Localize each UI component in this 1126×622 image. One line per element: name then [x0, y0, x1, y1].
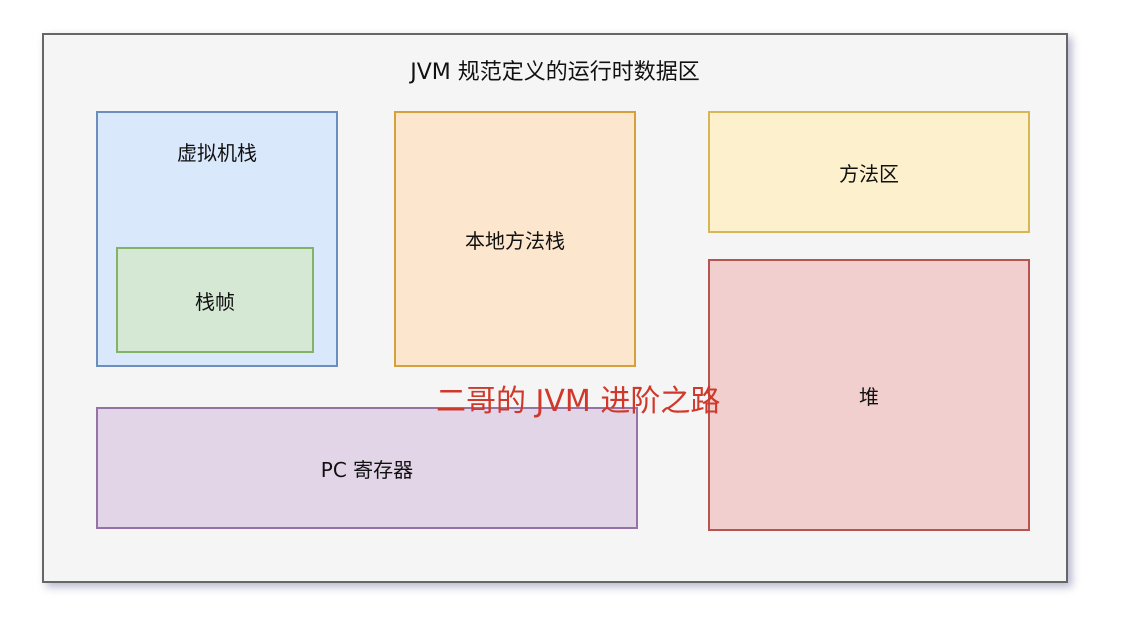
vm-stack-label: 虚拟机栈	[177, 141, 257, 165]
pc-register-box: PC 寄存器	[96, 407, 638, 529]
stack-frame-box: 栈帧	[116, 247, 314, 353]
pc-register-label: PC 寄存器	[320, 457, 414, 482]
method-area-label: 方法区	[839, 161, 899, 186]
method-area-box: 方法区	[708, 111, 1030, 233]
native-method-stack-label: 本地方法栈	[465, 228, 565, 253]
heap-label: 堆	[859, 384, 879, 409]
watermark-text: 二哥的 JVM 进阶之路	[436, 384, 721, 419]
heap-box: 堆	[708, 259, 1030, 531]
stack-frame-label: 栈帧	[195, 289, 235, 314]
native-method-stack-box: 本地方法栈	[394, 111, 636, 367]
diagram-title: JVM 规范定义的运行时数据区	[410, 60, 700, 85]
